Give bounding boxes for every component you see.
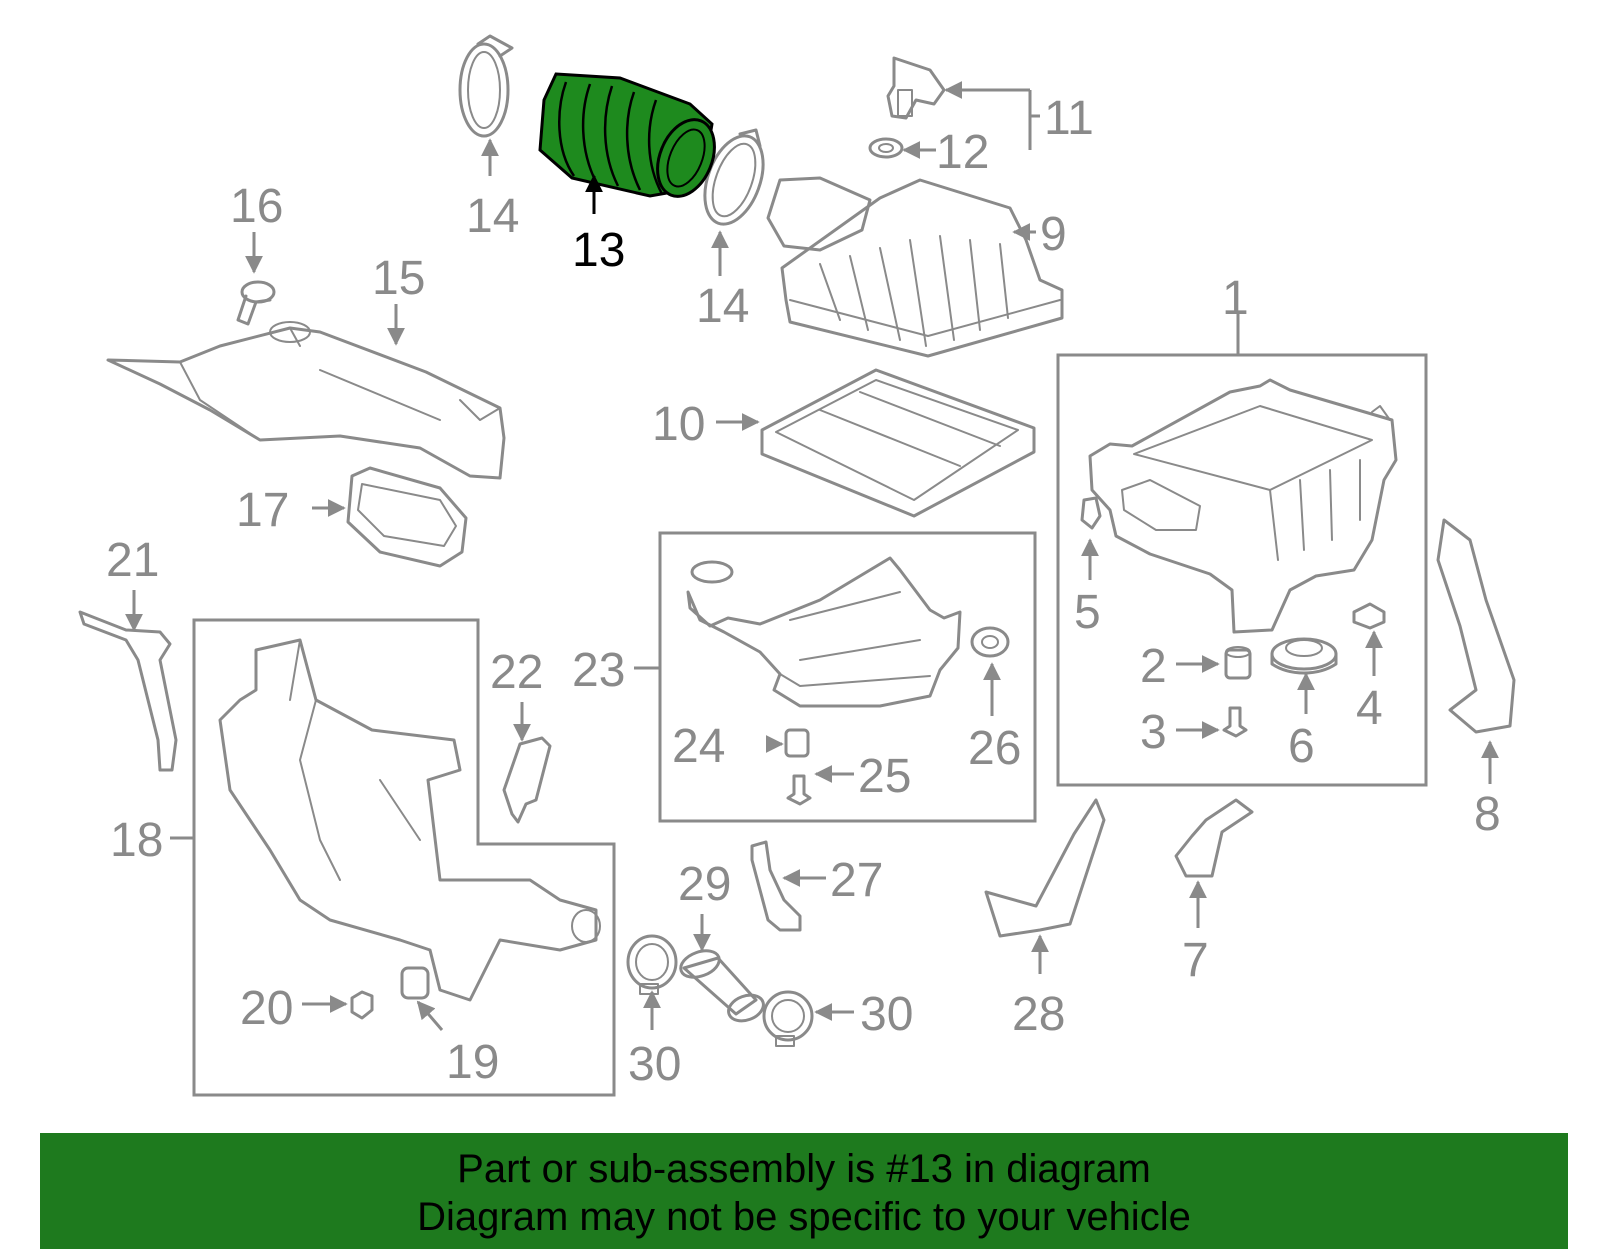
- part-18-lower-duct: [218, 638, 601, 1002]
- label-part-11: 11: [1044, 92, 1094, 145]
- part-25-bolt: [786, 774, 812, 806]
- label-part-19: 19: [446, 1036, 499, 1089]
- part-16-clip: [236, 280, 276, 326]
- label-part-22: 22: [490, 646, 543, 699]
- part-17-seal: [346, 466, 468, 568]
- label-part-10: 10: [652, 398, 705, 451]
- part-24-bushing: [784, 728, 810, 758]
- label-part-17: 17: [236, 484, 289, 537]
- part-2-bushing: [1224, 646, 1252, 680]
- label-part-30-b: 30: [860, 988, 913, 1041]
- label-part-13: 13: [572, 224, 625, 277]
- label-part-29: 29: [678, 858, 731, 911]
- part-15-duct: [106, 321, 506, 480]
- part-1-housing: [1088, 378, 1398, 634]
- label-part-14-b: 14: [696, 280, 749, 333]
- part-20-bolt: [350, 990, 374, 1020]
- part-13-intake-tube: [538, 72, 716, 198]
- part-9-air-cleaner-cover: [766, 176, 1064, 358]
- label-part-2: 2: [1140, 640, 1167, 693]
- part-3-bolt: [1222, 706, 1248, 738]
- part-26-grommet: [970, 626, 1010, 658]
- label-part-26: 26: [968, 722, 1021, 775]
- part-5-clip: [1080, 496, 1102, 530]
- banner-line-2: Diagram may not be specific to your vehi…: [417, 1195, 1191, 1239]
- part-4-nut: [1352, 602, 1386, 630]
- part-22-bracket: [502, 736, 552, 824]
- label-part-18: 18: [110, 814, 163, 867]
- part-30-clamp-right: [762, 990, 814, 1047]
- part-11-sensor: [886, 56, 946, 120]
- label-part-25: 25: [858, 750, 911, 803]
- box-part-18: [192, 618, 616, 1097]
- label-part-20: 20: [240, 982, 293, 1035]
- label-part-1: 1: [1222, 272, 1249, 325]
- part-30-clamp-left: [626, 934, 678, 995]
- banner-line-1: Part or sub-assembly is #13 in diagram: [457, 1147, 1151, 1191]
- label-part-30-a: 30: [628, 1038, 681, 1091]
- part-12-gasket: [868, 137, 904, 159]
- part-28-bracket: [984, 798, 1106, 938]
- part-23-resonator: [686, 556, 962, 708]
- info-banner: Part or sub-assembly is #13 in diagram D…: [40, 1133, 1568, 1249]
- label-part-9: 9: [1040, 208, 1067, 261]
- label-part-5: 5: [1074, 586, 1101, 639]
- label-part-7: 7: [1182, 934, 1209, 987]
- part-29-hose: [679, 949, 765, 1023]
- part-7-bracket: [1174, 798, 1254, 878]
- label-part-4: 4: [1356, 682, 1383, 735]
- box-part-23: [658, 531, 1037, 823]
- part-14-clamp-left: [458, 34, 514, 138]
- label-part-15: 15: [372, 252, 425, 305]
- part-27-bracket: [750, 840, 802, 932]
- label-part-14-a: 14: [466, 190, 519, 243]
- label-part-21: 21: [106, 534, 159, 587]
- label-part-6: 6: [1288, 720, 1315, 773]
- part-8-bracket: [1436, 518, 1516, 734]
- part-21-bracket: [78, 610, 178, 772]
- label-part-27: 27: [830, 854, 883, 907]
- box-part-1: [1056, 353, 1428, 787]
- label-part-23: 23: [572, 644, 625, 697]
- label-part-16: 16: [230, 180, 283, 233]
- part-10-air-filter: [760, 368, 1036, 518]
- part-6-grommet: [1270, 637, 1338, 675]
- label-part-28: 28: [1012, 988, 1065, 1041]
- label-part-12: 12: [936, 126, 989, 179]
- label-part-24: 24: [672, 720, 725, 773]
- part-19-bushing: [400, 966, 430, 1000]
- label-part-8: 8: [1474, 788, 1501, 841]
- label-part-3: 3: [1140, 706, 1167, 759]
- leader-lines: [125, 90, 1499, 1031]
